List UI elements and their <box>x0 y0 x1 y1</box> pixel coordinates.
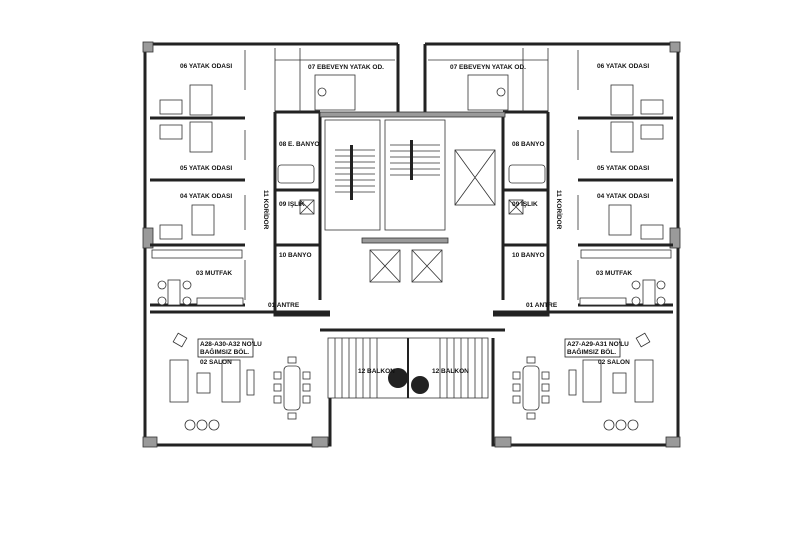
room-label: 04 YATAK ODASI <box>180 193 232 200</box>
plant-icon <box>411 376 429 394</box>
room-label: 11 KORİDOR <box>262 190 270 230</box>
balcony <box>327 337 489 399</box>
room-label: 10 BANYO <box>279 252 312 259</box>
room-label: 01 ANTRE <box>526 302 558 309</box>
room-label: 08 E. BANYO <box>279 141 319 148</box>
room-label: 06 YATAK ODASI <box>180 63 232 70</box>
room-label: 06 YATAK ODASI <box>597 63 649 70</box>
unit-label: BAĞIMSIZ BÖL. <box>567 347 616 356</box>
room-label: 05 YATAK ODASI <box>597 165 649 172</box>
room-label: 09 IŞLIK <box>279 201 305 208</box>
room-label: 07 EBEVEYN YATAK OD. <box>450 64 526 71</box>
room-label: 11 KORİDOR <box>555 190 563 230</box>
room-label: 12 BALKON <box>358 368 395 375</box>
unit-label: A28-A30-A32 NO'LU <box>200 341 262 348</box>
room-label: 03 MUTFAK <box>596 270 632 277</box>
left-unit-labels: 06 YATAK ODASI 05 YATAK ODASI 04 YATAK O… <box>180 63 395 375</box>
room-label: 09 IŞLIK <box>512 201 538 208</box>
room-label: 12 BALKON <box>432 368 469 375</box>
room-label: 02 SALON <box>200 359 232 366</box>
staircase <box>335 140 440 200</box>
room-label: 10 BANYO <box>512 252 545 259</box>
plant-icon <box>388 368 408 388</box>
room-label: 02 SALON <box>598 359 630 366</box>
unit-label: BAĞIMSIZ BÖL. <box>200 347 249 356</box>
room-label: 04 YATAK ODASI <box>597 193 649 200</box>
unit-label: A27-A29-A31 NO'LU <box>567 341 629 348</box>
building-core <box>319 111 506 332</box>
room-label: 05 YATAK ODASI <box>180 165 232 172</box>
room-label: 03 MUTFAK <box>196 270 232 277</box>
room-label: 08 BANYO <box>512 141 545 148</box>
right-unit-labels: 06 YATAK ODASI 05 YATAK ODASI 04 YATAK O… <box>432 63 649 375</box>
elevators <box>369 249 443 283</box>
room-label: 01 ANTRE <box>268 302 300 309</box>
room-label: 07 EBEVEYN YATAK OD. <box>308 64 384 71</box>
